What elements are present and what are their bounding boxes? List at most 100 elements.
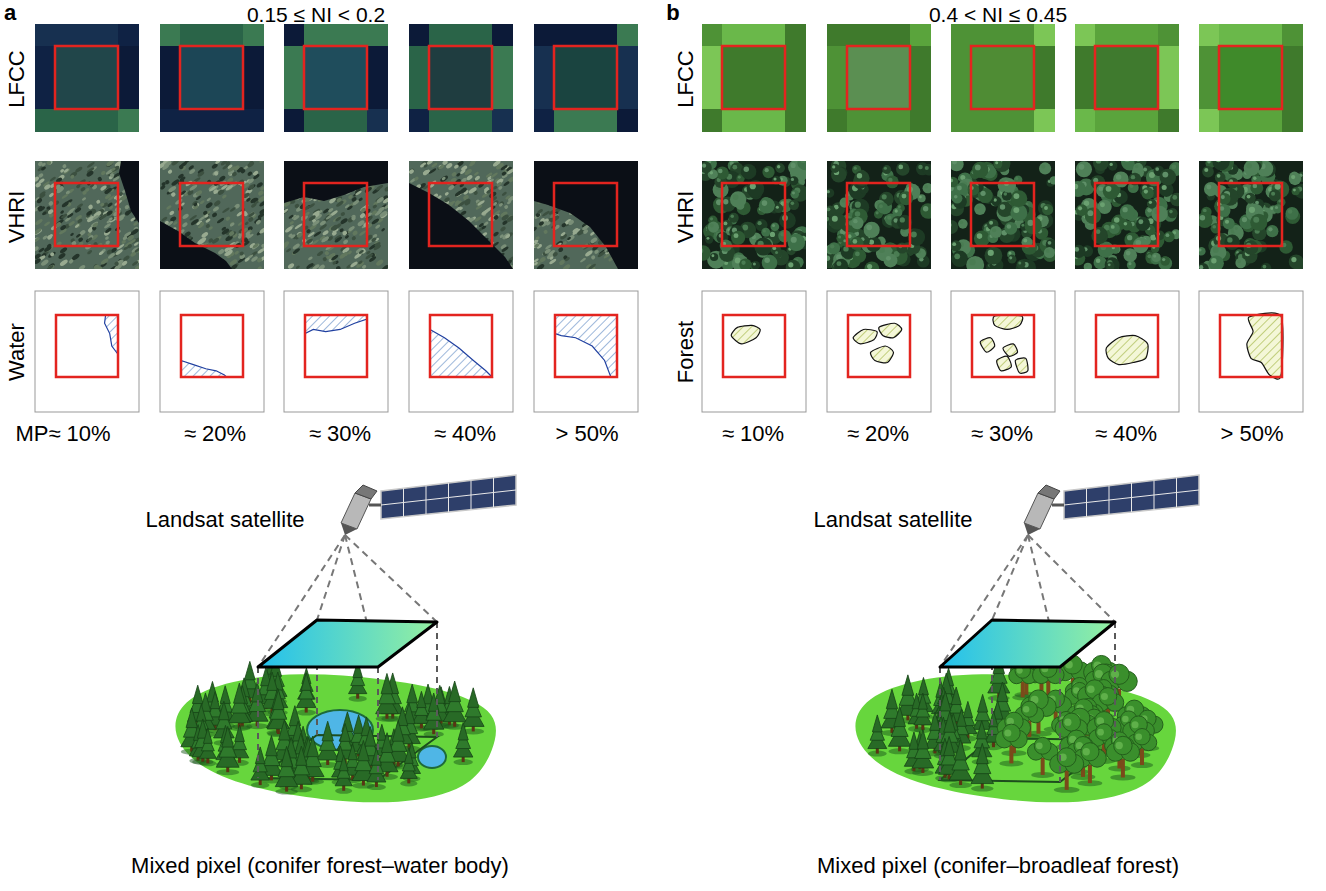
tree-crown [958,219,968,229]
vhri-tile [160,161,264,269]
tree-crown [882,165,891,174]
tree-crown [729,213,739,223]
tree-crown [327,207,334,213]
tree-crown [193,202,198,207]
forest-ground [284,161,388,269]
tree-crown [181,221,188,227]
tree-crown [287,262,295,269]
tree-crown [213,171,219,177]
tree-crown [114,261,120,267]
tree-crown [376,196,385,204]
tree-crown [537,208,544,214]
tree-crown [566,234,576,242]
tree-crown [212,206,219,213]
crown-highlight [898,205,901,208]
crown-highlight [832,165,835,168]
lfcc-pixel [492,109,513,132]
lfcc-pixel [785,24,806,46]
tree-crown [896,162,910,176]
tree-crown [35,218,43,226]
tree-crown [451,171,458,177]
tree-crown [167,169,173,175]
lfcc-pixel [118,109,139,132]
tree-crown [133,221,139,226]
lfcc-pixel [617,24,638,46]
tree-crown [409,168,415,174]
crown-highlight [786,200,789,203]
pixel-outline [304,183,367,246]
tree-crown [828,242,840,254]
tree-crown [61,201,70,209]
tree-crown [229,207,236,213]
tree-crown [741,164,756,179]
tree-crown [770,222,779,231]
lfcc-tile [827,24,931,132]
tree-crown [222,164,229,170]
tree-crown [46,161,52,166]
tree-crown [211,237,220,245]
pixel-outline [180,46,243,109]
tree-crown [447,184,455,191]
tree-crown [351,235,357,241]
tree-crown [371,237,378,243]
tree-crown [259,200,264,208]
tree-crown [180,161,188,168]
tree-crown [49,176,56,182]
forest-ground [35,161,139,269]
lfcc-pixel [55,109,118,132]
tree-crown [350,261,359,269]
tree-crown [457,200,466,208]
tree-crown [375,259,384,267]
tree-crown [352,230,359,237]
tree-crown [286,248,292,253]
tree-crown [334,236,343,244]
tree-crown [542,210,551,217]
lfcc-pixel [284,24,304,46]
tree-crown [107,202,114,208]
lfcc-pixel [951,109,971,132]
crown-highlight [923,206,928,211]
crown-highlight [800,161,805,163]
tree-crown [48,192,54,198]
tree-crown [505,194,512,200]
tree-crown [74,166,83,174]
lfcc-pixel [180,24,243,46]
tree-crown [506,200,511,205]
crown-highlight [925,166,929,170]
tree-crown [35,227,42,235]
tree-crown [355,190,362,196]
tree-crown [49,252,55,258]
tree-crown [501,171,507,177]
crown-highlight [832,216,838,222]
tree-crown [710,253,718,261]
tree-crown [104,236,109,241]
tree-crown [498,202,503,207]
tree-crown [358,260,364,265]
tree-crown [35,237,40,243]
tree-crown [331,230,338,236]
tree-crown [409,168,415,174]
tree-crown [490,172,498,179]
crown-highlight [738,176,741,179]
tree-crown [779,212,796,229]
pixel-outline [180,183,243,246]
tree-crown [775,163,785,173]
tree-crown [443,196,450,203]
tree-crown [96,199,101,204]
tree-crown [923,183,931,193]
tree-crown [358,249,364,254]
tree-crown [322,229,330,236]
tree-crown [325,214,332,220]
tree-crown [249,161,254,165]
crown-highlight [898,165,903,170]
tree-crown [951,161,964,171]
tree-crown [47,251,56,259]
tree-crown [582,228,589,234]
tree-crown [313,230,322,237]
tree-crown [70,174,76,179]
crown-highlight [791,202,795,206]
tree-crown [182,213,190,220]
tree-crown [122,255,130,262]
tree-crown [84,187,90,192]
lfcc-pixel [409,109,429,132]
